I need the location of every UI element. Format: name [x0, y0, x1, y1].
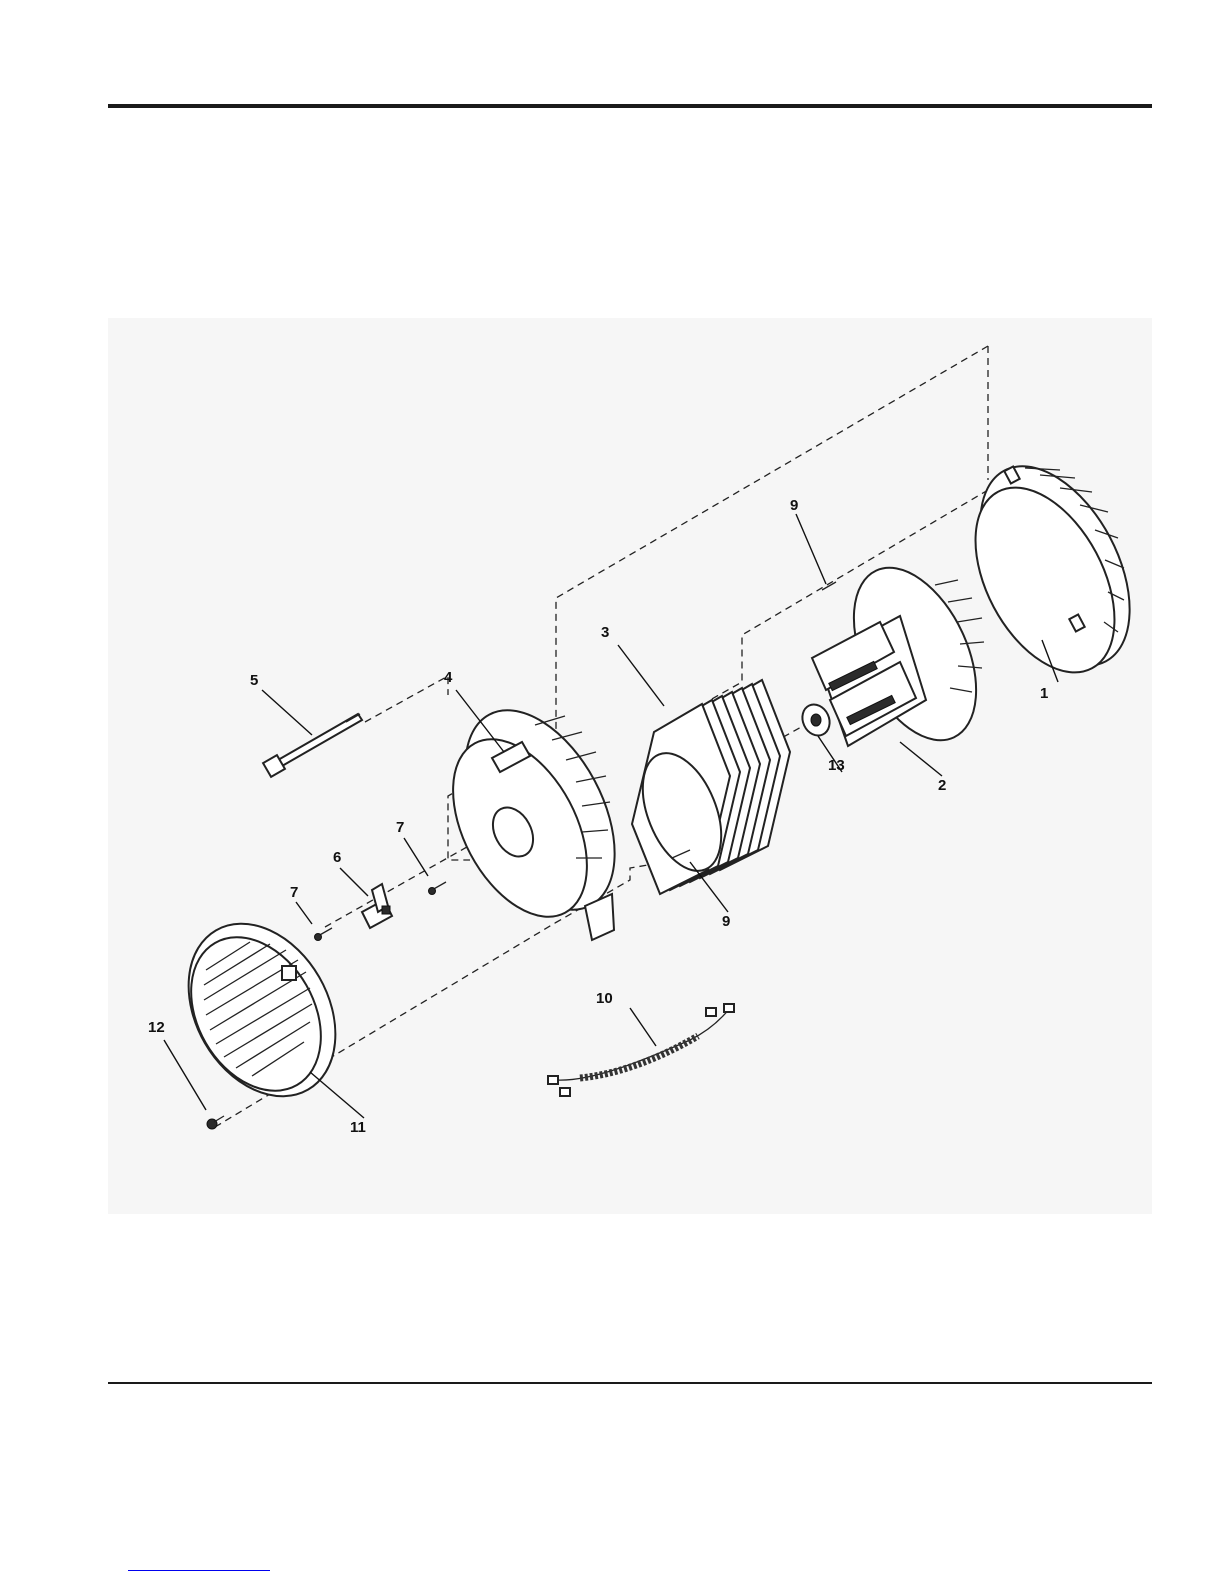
callout-12: 12	[148, 1019, 165, 1036]
callout-11: 11	[350, 1119, 366, 1136]
part-6-brush-holder	[362, 884, 392, 928]
callout-7a: 7	[290, 884, 298, 901]
part-11-end-cover	[159, 897, 365, 1122]
part-4-front-housing	[425, 686, 645, 940]
part-5-through-bolt	[263, 714, 362, 777]
callout-13: 13	[828, 757, 845, 774]
part-1-rear-housing	[947, 442, 1161, 696]
footer-rule	[108, 1382, 1152, 1384]
part-7-screw-b	[429, 882, 447, 895]
callout-1: 1	[1040, 685, 1048, 702]
part-10-wire-harness	[548, 1004, 734, 1096]
callout-2: 2	[938, 777, 946, 794]
callout-3: 3	[601, 624, 609, 641]
callout-5: 5	[250, 672, 258, 689]
callout-6: 6	[333, 849, 341, 866]
part-12-screw	[207, 1116, 224, 1129]
part-3-stator	[627, 680, 790, 894]
part-7-screw-a	[315, 928, 333, 941]
part-2-rotor	[797, 549, 1001, 760]
callout-9b: 9	[722, 913, 730, 930]
callout-7b: 7	[396, 819, 404, 836]
footer-link-underline[interactable]	[128, 1570, 270, 1571]
callout-4: 4	[444, 669, 453, 686]
callout-10: 10	[596, 990, 613, 1007]
callout-9a: 9	[790, 497, 798, 514]
